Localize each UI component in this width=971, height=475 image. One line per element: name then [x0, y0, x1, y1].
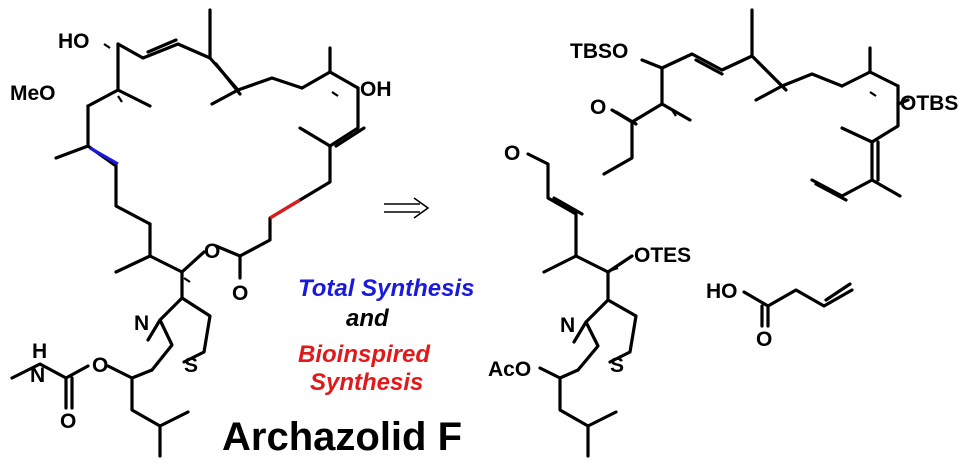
otbs-label: OTBS — [900, 92, 958, 115]
tbso-label: TBSO — [570, 40, 628, 63]
carbonyl-o-label: O — [232, 282, 248, 305]
thiazole2-s-label: S — [610, 354, 624, 377]
nh-h-label: H — [32, 340, 47, 363]
caption-bioinspired: Bioinspired — [298, 341, 431, 368]
thiazole-n-label: N — [134, 312, 149, 335]
aldehyde-o-label: O — [504, 142, 520, 165]
caption: Total Synthesis and Bioinspired Synthesi… — [298, 275, 474, 396]
compound-title: Archazolid F — [222, 415, 462, 459]
acid-o-label: O — [756, 328, 772, 351]
meo-label: MeO — [10, 82, 56, 105]
acid-ho-label: HO — [706, 280, 738, 303]
fragment-tbs-ketone: TBSO O OTBS — [570, 8, 958, 202]
red-double-bond — [269, 198, 301, 220]
caption-and: and — [346, 305, 390, 332]
ketone-o-label: O — [590, 96, 606, 119]
oh-label: OH — [360, 78, 392, 101]
thiazole-s-label: S — [184, 354, 198, 377]
aco-label: AcO — [488, 358, 531, 381]
carbamate-n-label: N — [30, 364, 45, 387]
blue-double-bond — [89, 146, 119, 166]
stereo-hashes — [103, 43, 339, 283]
thiazole2-n-label: N — [560, 314, 575, 337]
otes-label: OTES — [634, 244, 691, 267]
fragment-butenoic-acid: HO O — [706, 280, 854, 351]
fragment-thiazole-aldehyde: O OTES N S AcO — [488, 142, 691, 458]
caption-total-synthesis: Total Synthesis — [298, 275, 474, 302]
ho-label: HO — [58, 30, 90, 53]
retrosynthesis-arrow-icon — [384, 197, 430, 219]
caption-synthesis: Synthesis — [310, 369, 423, 396]
archazolid-f-structure: HO MeO OH O O N S H N O O — [10, 8, 392, 458]
carbamate-carbonyl-o-label: O — [60, 410, 76, 433]
ester-o-label: O — [204, 240, 220, 263]
carbamate-o-label: O — [92, 354, 108, 377]
